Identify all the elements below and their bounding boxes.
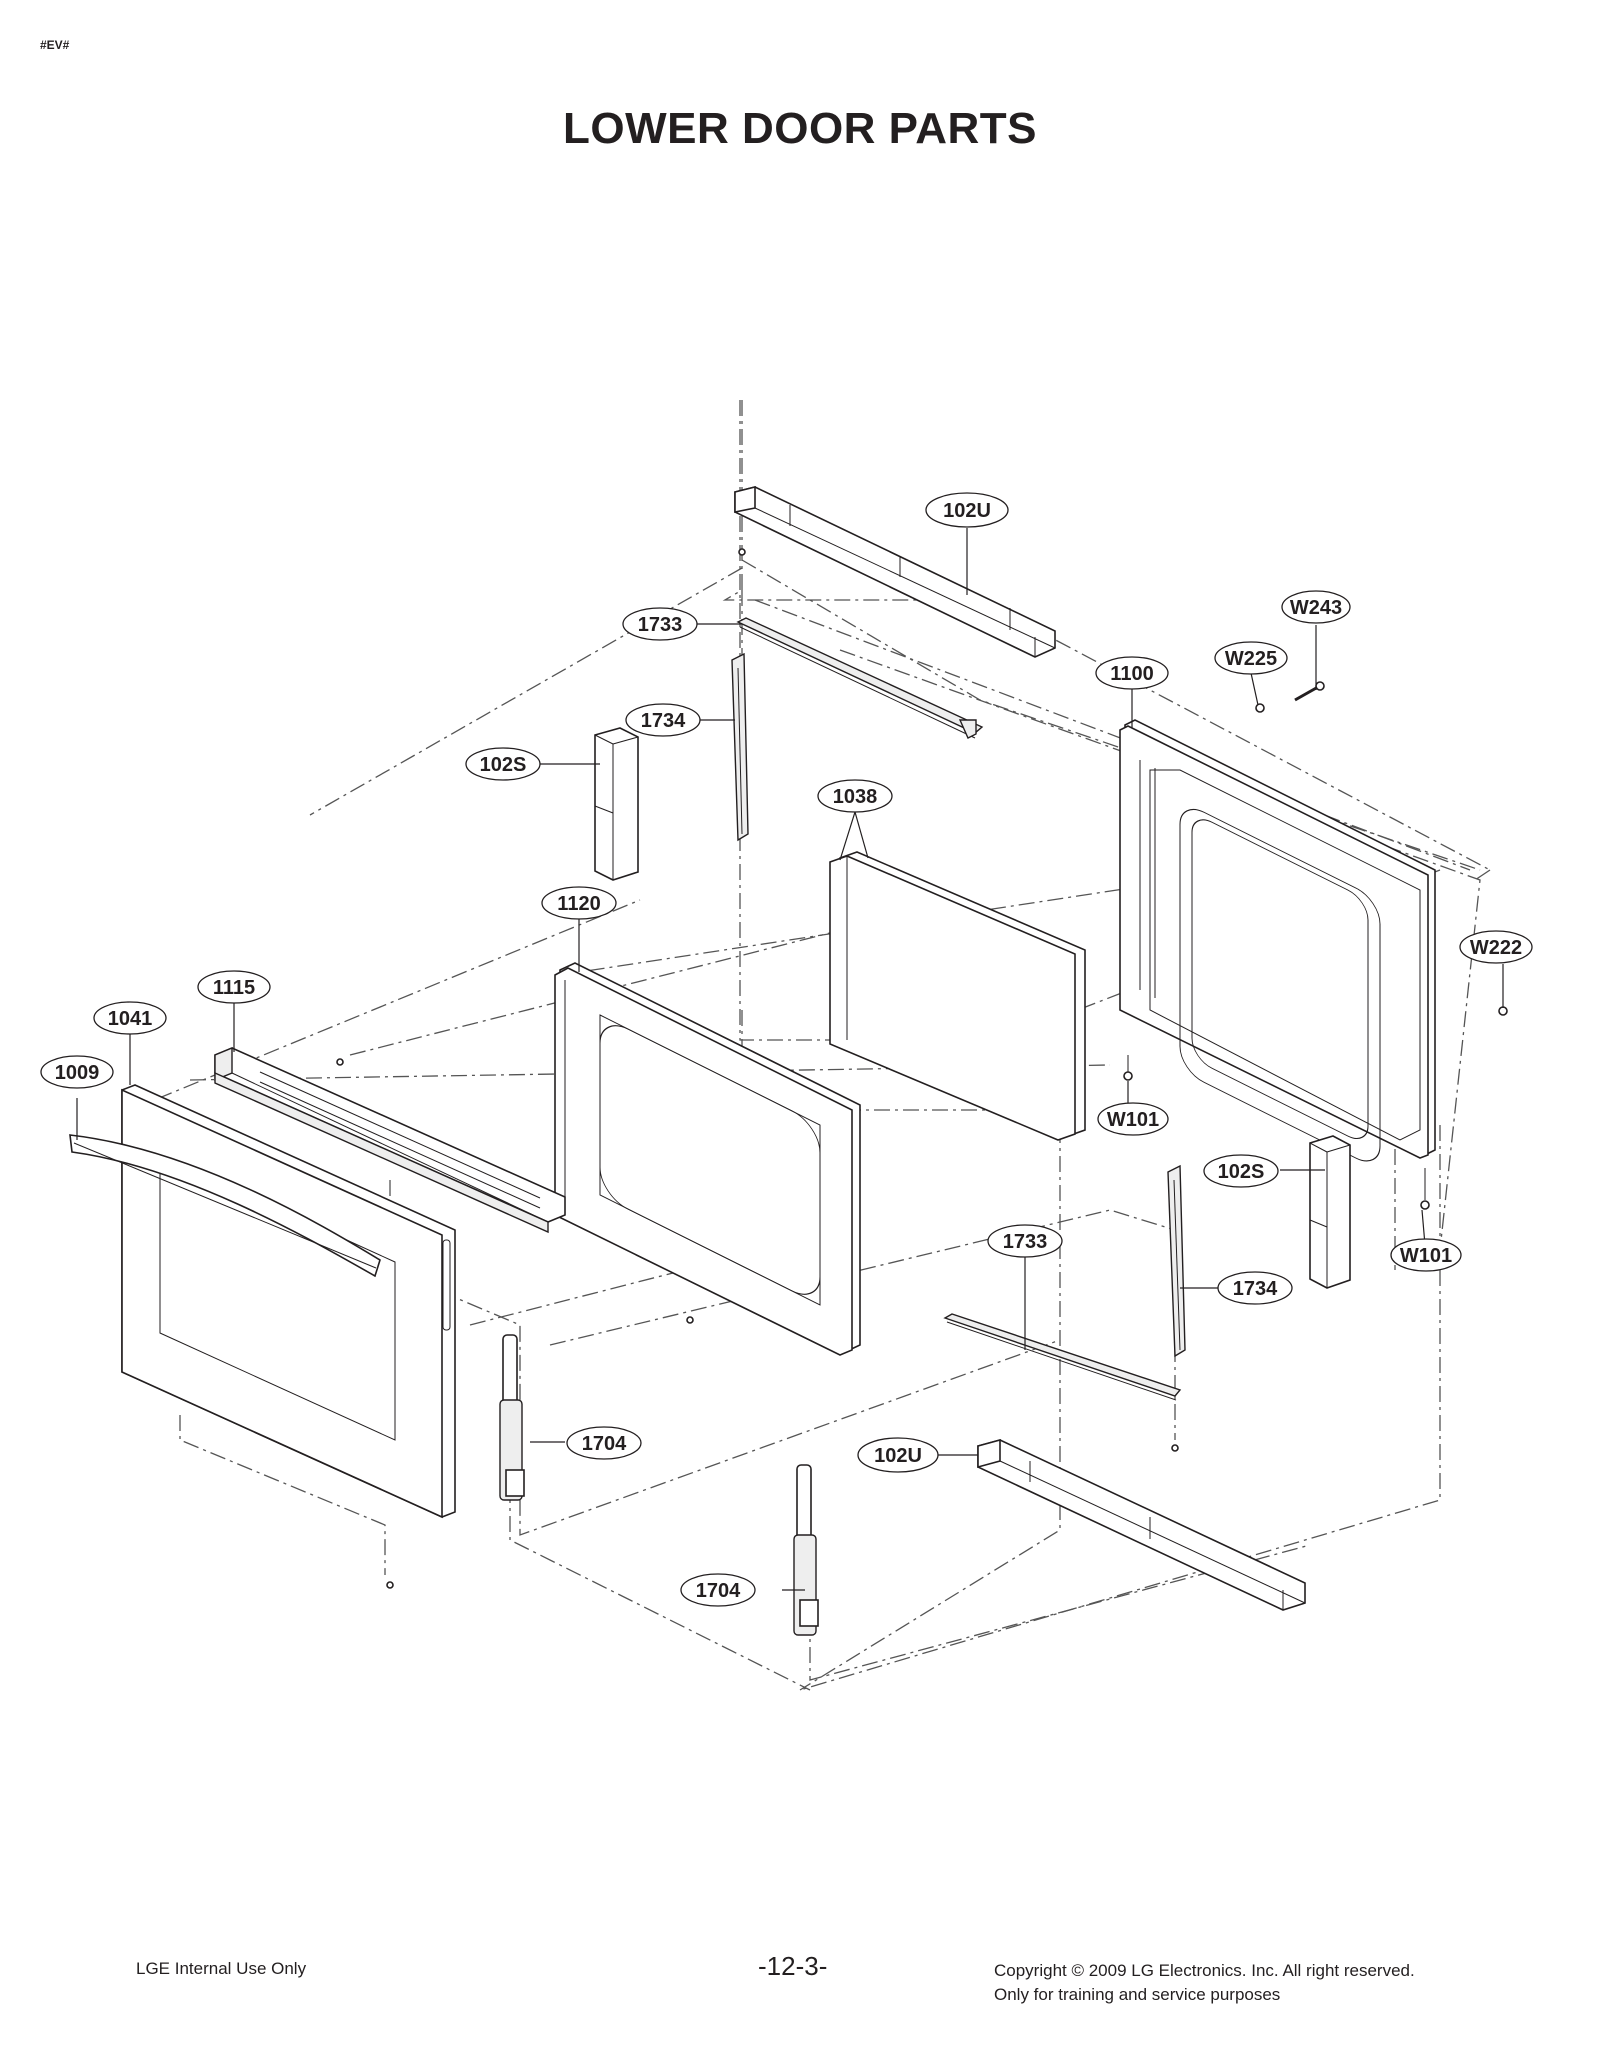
callout-label: 1733 [638,614,683,636]
page-title: LOWER DOOR PARTS [562,104,1038,153]
callout-1100: 1100 [1095,656,1169,690]
callout-label: W101 [1400,1245,1452,1267]
callout-label: W225 [1225,648,1277,670]
part-1120-inner-door [554,962,861,1356]
callout-w225: W225 [1214,641,1288,675]
callout-label: 1734 [641,710,686,732]
callout-label: 102U [874,1445,922,1467]
footer-copyright: Copyright © 2009 LG Electronics. Inc. Al… [994,1959,1415,2007]
callout-label: 1734 [1233,1278,1278,1300]
part-1733-upper-rail [736,617,984,739]
part-1009-door-handle [69,1134,381,1278]
callout-label: W101 [1107,1109,1159,1131]
callout-label: 1733 [1003,1231,1048,1253]
part-1734-upper-side-rail [731,652,749,842]
part-1734-lower-side-rail [1167,1164,1186,1358]
callout-label: 102S [1218,1161,1265,1183]
callout-1038: 1038 [817,779,893,813]
callout-1115: 1115 [197,970,271,1004]
callout-1041: 1041 [93,1001,167,1035]
callout-w101-upper: W101 [1097,1102,1169,1136]
callout-label: 102S [480,754,527,776]
callout-label: 102U [943,500,991,522]
callout-102s-lower: 102S [1203,1154,1279,1188]
callout-label: 1115 [213,977,255,999]
callout-1009: 1009 [40,1055,114,1089]
purpose-line: Only for training and service purposes [994,1985,1281,2004]
page-number: -12-3- [758,1951,828,1981]
callout-1734-upper: 1734 [625,703,701,737]
part-1733-lower-rail [943,1313,1182,1401]
part-102s-lower-side-block [1309,1135,1351,1289]
leader-lines [76,528,1504,1591]
document-tag: #EV# [40,38,70,52]
callout-1704-left: 1704 [566,1426,642,1460]
part-102u-lower-bar [977,1438,1306,1611]
callout-label: 1704 [582,1433,627,1455]
part-1704-right-hinge [793,1464,819,1636]
part-1100-rear-door-frame [1119,719,1436,1162]
part-102s-upper-side-block [594,727,639,881]
part-1038-glass-panel [829,851,1086,1141]
callout-label: 1041 [108,1008,153,1030]
callout-102u-lower: 102U [857,1437,939,1473]
footer-internal-note: LGE Internal Use Only [136,1959,307,1978]
callout-w222: W222 [1459,930,1533,964]
part-1041-outer-door [121,1084,456,1519]
callout-1733-lower: 1733 [987,1224,1063,1258]
callout-1734-lower: 1734 [1217,1271,1293,1305]
callout-label: 1120 [557,893,600,915]
callout-102s-upper: 102S [465,747,541,781]
callout-102u-upper: 102U [925,492,1009,528]
fasteners [336,548,1508,1589]
part-1115-control-strip [214,1046,566,1234]
part-102u-upper-bar [734,485,1056,658]
part-1704-left-hinge [499,1334,525,1501]
callout-1704-right: 1704 [680,1573,756,1607]
callout-label: 1100 [1110,663,1153,685]
callout-label: 1704 [696,1580,741,1602]
callout-w101-lower: W101 [1390,1238,1462,1272]
callout-1733-upper: 1733 [622,607,698,641]
callout-label: 1009 [55,1062,100,1084]
copyright-line: Copyright © 2009 LG Electronics. Inc. Al… [994,1961,1415,1980]
callout-1120: 1120 [541,886,617,920]
callout-w243: W243 [1281,590,1351,624]
callout-label: W243 [1290,597,1342,619]
callout-label: W222 [1470,937,1522,959]
callout-label: 1038 [833,786,878,808]
